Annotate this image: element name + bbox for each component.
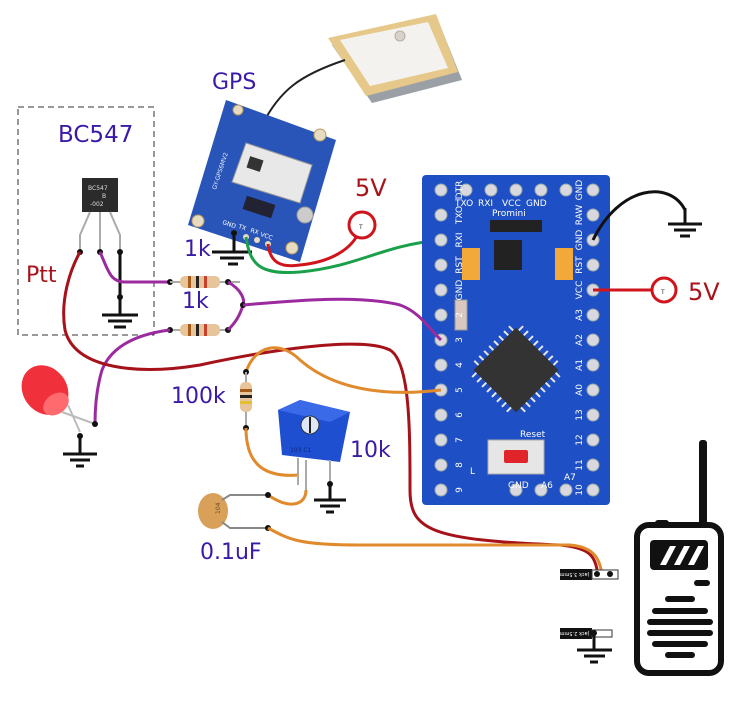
- arduino-right-pin-label: A2: [575, 334, 585, 346]
- led-ground: [63, 436, 97, 468]
- ceramic-capacitor: 104: [198, 493, 268, 529]
- arduino-label-a6: A6: [541, 481, 553, 491]
- arduino-right-pin-label: 11: [575, 459, 585, 470]
- arduino-left-pin-label: 8: [455, 462, 465, 468]
- pot-ground: [314, 484, 346, 514]
- arduino-left-pin-label: 9: [455, 487, 465, 493]
- ptt-label: Ptt: [26, 263, 57, 288]
- test-point-5v-arduino: [650, 276, 678, 304]
- jack1-label: jack 3.5mm: [559, 571, 590, 577]
- wire-ptt: [62, 251, 600, 576]
- arduino-left-pin-label: DTR: [455, 181, 465, 200]
- arduino-right-pin-label: A0: [575, 384, 585, 396]
- arduino-right-pin-label: GND: [575, 180, 585, 201]
- arduino-top-pin-txo: TXO: [454, 199, 473, 209]
- potentiometer-marking: 103 C1: [290, 447, 312, 454]
- arduino-top-pin-vcc: VCC: [502, 199, 521, 209]
- arduino-labels: TXO RXI VCC GND Promini Reset GND A6 A7 …: [454, 199, 576, 491]
- arduino-right-pin-label: GND: [575, 230, 585, 251]
- arduino-board-name: Promini: [492, 209, 526, 219]
- wire-cap-jack: [267, 526, 604, 576]
- test-point-5v-gps: [347, 210, 377, 240]
- gps-pin-rx: RX: [249, 227, 259, 236]
- arduino-right-pin-label: 12: [575, 434, 585, 445]
- wire-transistor-base: [98, 251, 170, 284]
- wire-100k-pot: [244, 427, 299, 477]
- arduino-reset-label: Reset: [520, 430, 546, 440]
- bc547-transistor: BC547 B -002: [77, 178, 123, 255]
- transistor-marking-1: BC547: [88, 185, 108, 192]
- wire-d3: [242, 297, 443, 342]
- jack-2.5mm: jack 2.5mm: [559, 628, 613, 639]
- antenna-cable: [261, 59, 346, 126]
- arduino-right-pin-label: A3: [575, 309, 585, 321]
- arduino-right-pin-label: A1: [575, 359, 585, 371]
- wire-d5: [244, 346, 442, 394]
- transistor-ground: [102, 252, 138, 329]
- arduino-left-pin-label: 5: [455, 387, 465, 393]
- resistor-1k-top-label: 1k: [184, 237, 211, 262]
- arduino-right-pin-label: 13: [575, 409, 585, 420]
- arduino-right-pin-label: RAW: [575, 205, 585, 226]
- wire-arduino-gnd: [591, 190, 687, 241]
- wire-gps-vcc: [266, 233, 360, 268]
- arduino-label-l: L: [470, 467, 475, 477]
- transistor-marking-2: B: [102, 193, 106, 200]
- resistor-100k: [240, 372, 252, 428]
- arduino-right-pin-label: RST: [575, 256, 585, 274]
- arduino-left-pin-label: TXO: [455, 206, 465, 225]
- jack2-label: jack 2.5mm: [559, 630, 590, 636]
- arduino-left-pin-label: 7: [455, 437, 465, 443]
- gps-ground-symbol: [212, 233, 252, 266]
- resistor-100k-label: 100k: [171, 384, 226, 409]
- test-point-label-2: T: [660, 289, 665, 296]
- test-point-label: T: [358, 224, 363, 231]
- arduino-pro-mini: [422, 175, 610, 505]
- arduino-top-pin-gnd: GND: [526, 199, 547, 209]
- wire-pot-cap: [267, 489, 308, 506]
- transistor-marking-3: -002: [90, 201, 104, 208]
- capacitor-label: 0.1uF: [200, 540, 262, 565]
- gps-pin-vcc: VCC: [259, 231, 273, 242]
- arduino-right-pin-label: 10: [575, 484, 585, 496]
- arduino-left-pin-label: 6: [455, 412, 465, 418]
- arduino-left-pin-label: RST: [455, 256, 465, 274]
- resistor-1k-bottom: [170, 324, 230, 336]
- transistor-dashed-box: [17, 106, 155, 336]
- arduino-top-pin-rxi: RXI: [478, 199, 493, 209]
- arduino-label-gnd: GND: [508, 481, 529, 491]
- gps-pin-gnd: GND: [221, 219, 237, 230]
- arduino-left-pin-label: GND: [455, 280, 465, 301]
- resistor-1k-bottom-label: 1k: [182, 289, 209, 314]
- radio-icon: [634, 440, 724, 676]
- wire-led: [93, 328, 171, 425]
- arduino-left-pin-label: 4: [455, 362, 465, 368]
- arduino-left-pin-label: 3: [455, 337, 465, 343]
- arduino-ground-symbol: [668, 208, 702, 238]
- gps-pin-tx: TX: [236, 223, 247, 232]
- potentiometer-10k: 103 C1: [278, 400, 350, 490]
- wire-gps-tx: [244, 236, 441, 275]
- capacitor-marking: 104: [215, 502, 222, 514]
- arduino-5v-label: 5V: [688, 278, 720, 306]
- potentiometer-label: 10k: [350, 438, 391, 463]
- jack-ground: [577, 633, 612, 664]
- gps-module: GY-GPS6MV2: [188, 100, 336, 262]
- bc547-label: BC547: [58, 122, 134, 148]
- arduino-label-a7: A7: [564, 473, 576, 483]
- gps-5v-label: 5V: [355, 174, 387, 202]
- arduino-left-pin-label: RXI: [455, 232, 465, 247]
- gps-label: GPS: [212, 70, 257, 95]
- arduino-right-pin-label: VCC: [575, 281, 585, 300]
- jack-3.5mm: jack 3.5mm: [559, 569, 619, 580]
- arduino-left-pin-label: 2: [455, 312, 465, 318]
- red-led: [21, 365, 96, 433]
- gps-antenna: [328, 14, 462, 103]
